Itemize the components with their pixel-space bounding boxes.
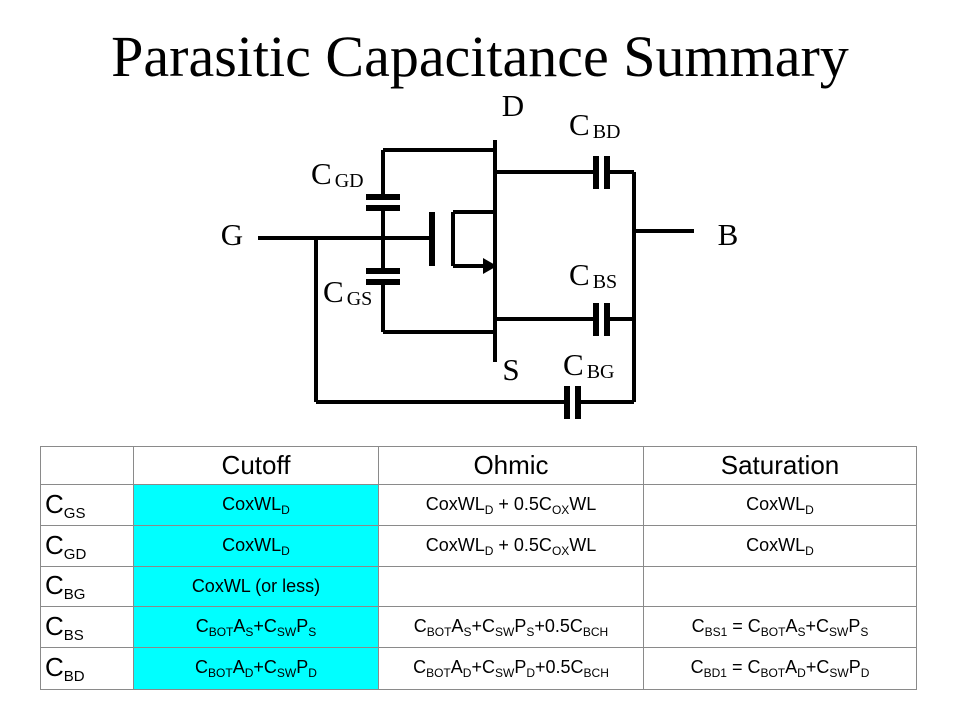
ohmic-cell: CBOTAS+CSWPS+0.5CBCH xyxy=(378,606,644,648)
row-header: CBD xyxy=(40,647,134,690)
source-label: S xyxy=(502,352,519,387)
ohmic-cell: CBOTAD+CSWPD+0.5CBCH xyxy=(378,647,644,690)
body-label: B xyxy=(718,217,739,252)
column-header: Saturation xyxy=(643,446,917,485)
ohmic-cell xyxy=(378,566,644,607)
saturation-cell: CoxWLD xyxy=(643,484,917,526)
saturation-cell: CoxWLD xyxy=(643,525,917,567)
ohmic-cell: CoxWLD + 0.5COXWL xyxy=(378,484,644,526)
gate-label: G xyxy=(221,217,243,252)
table-header-row: Cutoff Ohmic Saturation xyxy=(40,446,917,485)
page-title: Parasitic Capacitance Summary xyxy=(111,24,849,89)
row-header: CGS xyxy=(40,484,134,526)
row-header: CGD xyxy=(40,525,134,567)
row-header: CBG xyxy=(40,566,134,607)
column-header: Ohmic xyxy=(378,446,644,485)
source-arrow-icon xyxy=(483,258,497,274)
ohmic-cell: CoxWLD + 0.5COXWL xyxy=(378,525,644,567)
drain-label: D xyxy=(502,88,524,123)
cutoff-cell: CBOTAD+CSWPD xyxy=(133,647,379,690)
saturation-cell: CBS1 = CBOTAS+CSWPS xyxy=(643,606,917,648)
cutoff-cell: CBOTAS+CSWPS xyxy=(133,606,379,648)
saturation-cell: CBD1 = CBOTAD+CSWPD xyxy=(643,647,917,690)
row-header: CBS xyxy=(40,606,134,648)
cutoff-cell: CoxWL (or less) xyxy=(133,566,379,607)
saturation-cell xyxy=(643,566,917,607)
cutoff-cell: CoxWLD xyxy=(133,484,379,526)
table-corner-cell xyxy=(40,446,134,485)
cutoff-cell: CoxWLD xyxy=(133,525,379,567)
column-header: Cutoff xyxy=(133,446,379,485)
